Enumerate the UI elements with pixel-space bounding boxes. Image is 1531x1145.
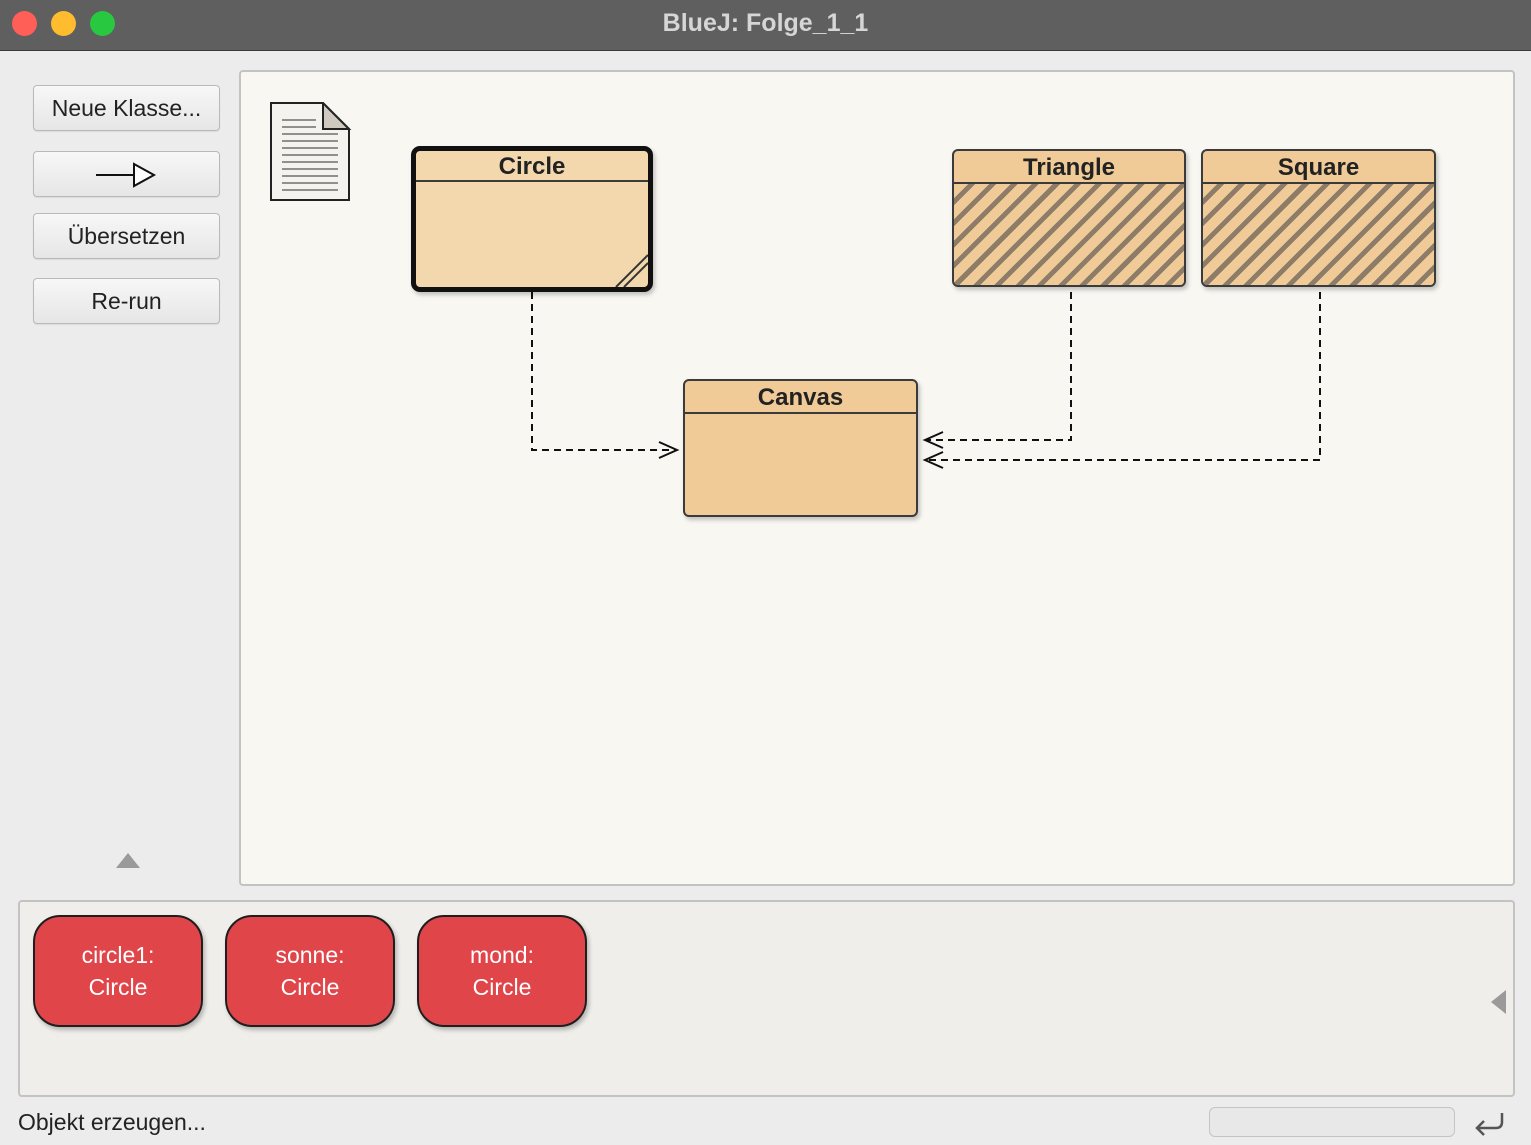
rerun-button[interactable]: Re-run (33, 278, 220, 324)
inheritance-arrow-icon (96, 162, 157, 188)
inheritance-arrow-button[interactable] (33, 151, 220, 197)
class-canvas-name: Canvas (685, 381, 916, 414)
object-type: Circle (472, 974, 532, 1000)
class-square-name: Square (1203, 151, 1434, 184)
close-window-button[interactable] (12, 11, 37, 36)
class-diagram[interactable]: Circle Triangle Square Canvas (239, 70, 1515, 886)
compile-button[interactable]: Übersetzen (33, 213, 220, 259)
zoom-window-button[interactable] (90, 11, 115, 36)
object-circle1[interactable]: circle1: Circle (33, 915, 203, 1027)
minimize-window-button[interactable] (51, 11, 76, 36)
class-canvas-body (685, 414, 916, 515)
dependency-arrows (531, 292, 1321, 469)
readme-document-icon[interactable] (270, 102, 352, 202)
collapse-left-icon[interactable] (1491, 990, 1506, 1014)
title-bar: BlueJ: Folge_1_1 (0, 0, 1531, 51)
collapse-up-icon[interactable] (116, 853, 140, 868)
object-name: sonne: (275, 942, 345, 968)
resize-handle-icon[interactable] (614, 253, 648, 287)
class-canvas[interactable]: Canvas (683, 379, 918, 517)
class-triangle-name: Triangle (954, 151, 1184, 184)
object-mond[interactable]: mond: Circle (417, 915, 587, 1027)
return-arrow-icon[interactable] (1472, 1108, 1506, 1138)
object-sonne[interactable]: sonne: Circle (225, 915, 395, 1027)
class-triangle[interactable]: Triangle (952, 149, 1186, 287)
new-class-button[interactable]: Neue Klasse... (33, 85, 220, 131)
window-title: BlueJ: Folge_1_1 (662, 9, 869, 37)
object-bench[interactable]: circle1: Circle sonne: Circle mond: Circ… (18, 900, 1515, 1097)
class-circle-body (416, 182, 648, 287)
progress-bar (1209, 1107, 1455, 1137)
object-name: mond: (470, 942, 534, 968)
object-type: Circle (280, 974, 340, 1000)
class-circle-name: Circle (416, 151, 648, 182)
object-type: Circle (88, 974, 148, 1000)
class-circle[interactable]: Circle (411, 146, 653, 292)
class-square-body (1203, 184, 1434, 285)
class-triangle-body (954, 184, 1184, 285)
status-text: Objekt erzeugen... (18, 1109, 206, 1135)
object-name: circle1: (81, 942, 155, 968)
class-square[interactable]: Square (1201, 149, 1436, 287)
